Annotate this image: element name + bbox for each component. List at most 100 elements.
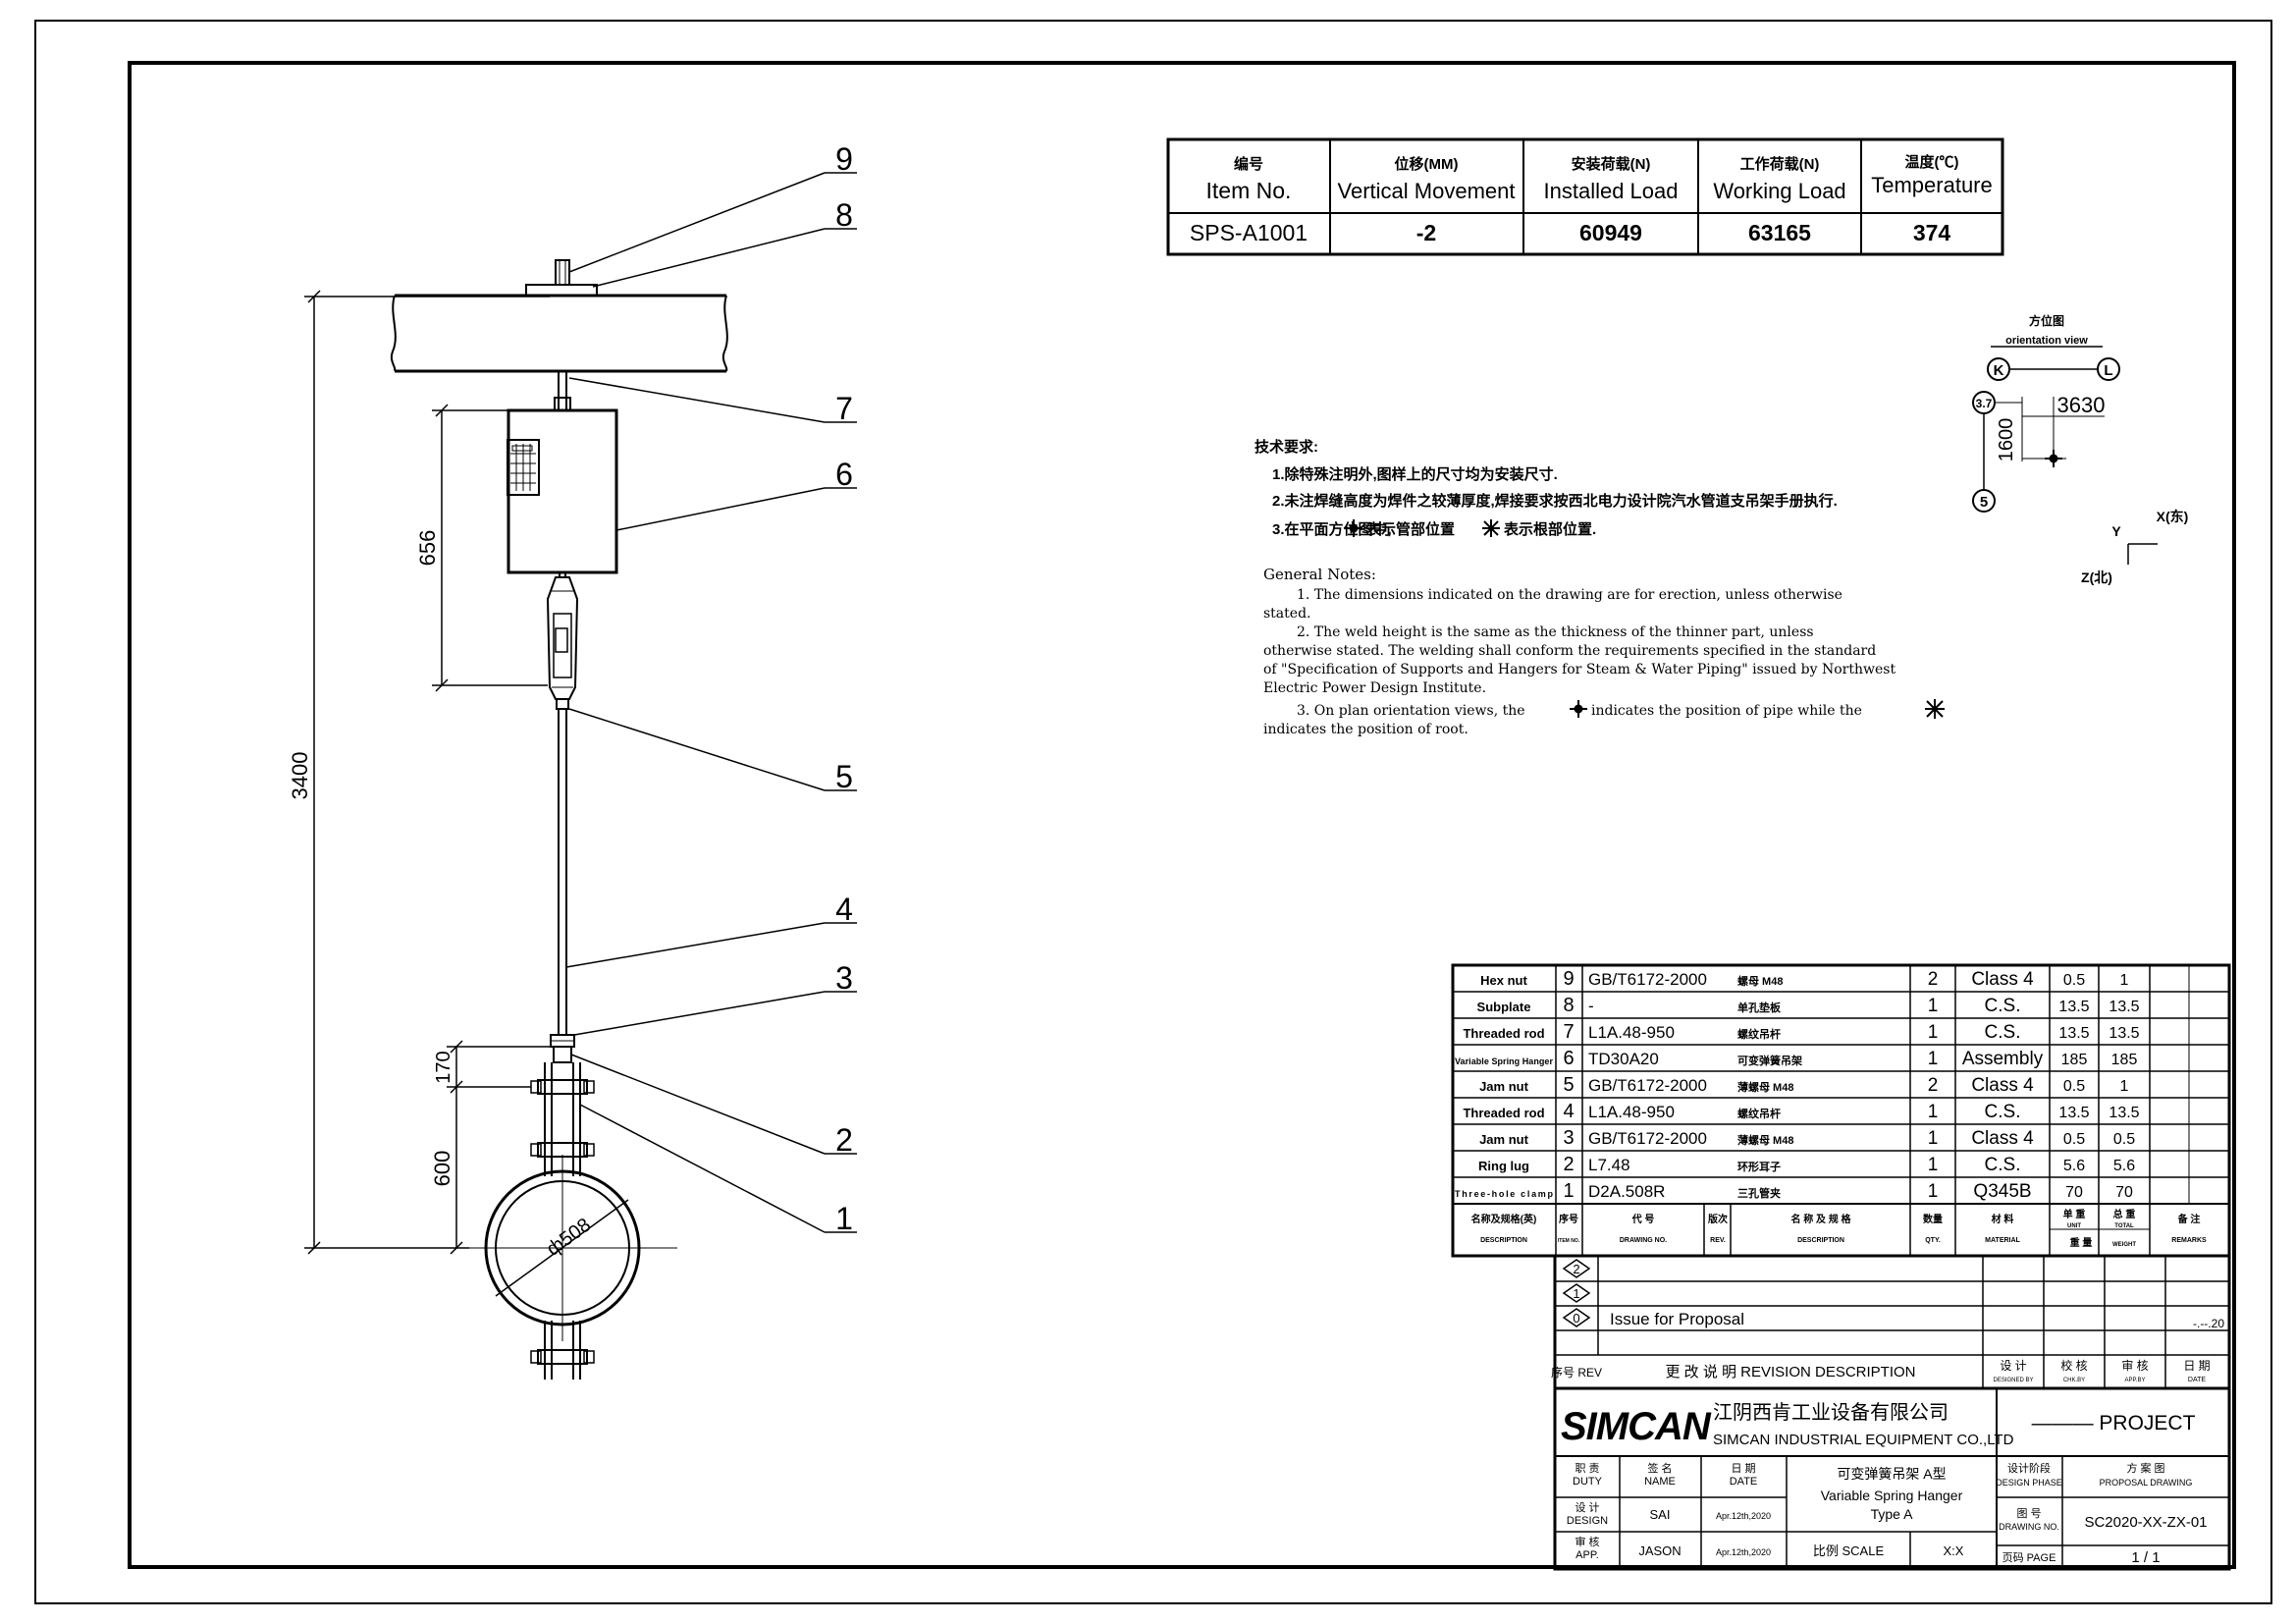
- bom-cell: 13.5: [2109, 1025, 2139, 1042]
- root-symbol-icon: [1925, 699, 1945, 719]
- hex-nut-top: [555, 259, 570, 286]
- bom-cell: 13.5: [2058, 999, 2089, 1015]
- callout-7: 7: [835, 391, 853, 426]
- orientation-title-cn: 方位图: [2029, 313, 2064, 328]
- dim-lug-height: 170: [433, 1051, 454, 1083]
- revision-header-designed: 设 计: [2000, 1359, 2026, 1373]
- bom-cell: C.S.: [1985, 1102, 2021, 1122]
- bom-header-weight-en: WEIGHT: [2112, 1242, 2136, 1248]
- bom-header-desc: 名称及规格(英): [1471, 1213, 1537, 1225]
- orient-dim-x: 3630: [2057, 393, 2106, 417]
- dim-pipe-diameter: ф508: [543, 1215, 595, 1261]
- callout-2: 2: [835, 1122, 853, 1158]
- spec-vertical-movement: -2: [1416, 220, 1436, 245]
- bom-cell: 薄螺母 M48: [1737, 1080, 1793, 1094]
- label-date: 日 期: [1731, 1462, 1755, 1475]
- notes-en-line: otherwise stated. The welding shall conf…: [1263, 643, 1876, 659]
- bom-cell: GB/T6172-2000: [1588, 970, 1707, 989]
- bom-header-qty: 数量: [1923, 1213, 1943, 1225]
- company-name-cn: 江阴西肯工业设备有限公司: [1713, 1401, 1949, 1424]
- bom-cell: L1A.48-950: [1588, 1103, 1675, 1121]
- bom-header-desc-en: DESCRIPTION: [1480, 1237, 1527, 1244]
- revision-header-checked-en: CHK.BY: [2063, 1378, 2085, 1383]
- bom-cell: Class 4: [1971, 1075, 2034, 1096]
- bom-cell: 70: [2065, 1184, 2083, 1201]
- bom-cell: 2: [1928, 1075, 1939, 1096]
- bom-header-name: 名 称 及 规 格: [1790, 1213, 1851, 1225]
- bom-cell: 9: [1563, 968, 1574, 990]
- drawing-border-outer: [34, 20, 2272, 1604]
- bom-cell: 13.5: [2058, 1025, 2089, 1042]
- title-block-grid: [1553, 1386, 2231, 1571]
- bom-cell: 1: [1563, 1180, 1574, 1202]
- callout-5: 5: [835, 759, 853, 794]
- bom-cell: 2: [1928, 969, 1939, 990]
- label-scale: 比例 SCALE: [1813, 1543, 1885, 1558]
- spec-header-cn: 位移(MM): [1395, 155, 1459, 173]
- revision-header-date-en: DATE: [2188, 1377, 2206, 1383]
- bom-cell: C.S.: [1985, 1155, 2021, 1175]
- bom-cell: 2: [1563, 1154, 1574, 1175]
- bom-cell: Hex nut: [1480, 973, 1527, 988]
- bom-cell: Subplate: [1477, 1000, 1531, 1014]
- label-design-en: DESIGN: [1567, 1515, 1608, 1527]
- bom-header-weight: 重 量: [2070, 1236, 2093, 1249]
- spec-header-cn: 温度(℃): [1905, 153, 1959, 171]
- bom-cell: 4: [1563, 1101, 1574, 1122]
- bom-cell: 3: [1563, 1127, 1574, 1149]
- bom-header-remarks-en: REMARKS: [2171, 1237, 2207, 1244]
- bom-cell: 三孔管夹: [1737, 1186, 1781, 1200]
- approver-name: JASON: [1638, 1543, 1681, 1558]
- callout-1: 1: [835, 1201, 853, 1236]
- bom-header-mat: 材 料: [1992, 1213, 2014, 1225]
- bom-cell: 螺母 M48: [1737, 974, 1783, 988]
- bom-cell: 185: [2061, 1052, 2088, 1068]
- bom-cell: D2A.508R: [1588, 1182, 1665, 1201]
- orient-dim-y: 1600: [1996, 418, 2017, 462]
- label-design: 设 计: [1575, 1501, 1599, 1514]
- bom-cell: Threaded rod: [1463, 1106, 1544, 1120]
- bom-cell: 13.5: [2109, 1105, 2139, 1121]
- general-notes-en: General Notes: 1. The dimensions indicat…: [1263, 566, 1945, 737]
- load-indicator: [507, 439, 540, 496]
- callout-leaders: [565, 172, 857, 1233]
- label-drawing-no: 图 号: [2016, 1507, 2041, 1520]
- design-phase-cn: 方 案 图: [2126, 1461, 2164, 1475]
- spring-can: [507, 408, 618, 574]
- spec-header-en: Working Load: [1713, 179, 1845, 203]
- callout-3: 3: [835, 960, 853, 996]
- spec-temperature: 374: [1913, 220, 1951, 245]
- label-approve-en: APP.: [1575, 1549, 1599, 1561]
- notes-en-line: 2. The weld height is the same as the th…: [1297, 624, 1814, 640]
- page-number: 1 / 1: [2131, 1549, 2160, 1566]
- bom-header-remarks: 备 注: [2177, 1213, 2201, 1225]
- notes-cn-line: 表示根部位置.: [1504, 520, 1596, 538]
- bom-header-qty-en: QTY.: [1925, 1237, 1941, 1244]
- bom-cell: 可变弹簧吊架: [1737, 1054, 1802, 1067]
- bom-cell: 1: [1928, 1128, 1939, 1149]
- dim-spring-height: 656: [415, 530, 440, 567]
- label-name-en: NAME: [1644, 1476, 1676, 1488]
- bom-cell: 13.5: [2109, 999, 2139, 1015]
- specs-table-text: 编号 Item No. 位移(MM) Vertical Movement 安装荷…: [1190, 153, 1993, 245]
- notes-en-line: indicates the position of pipe while the: [1591, 703, 1862, 719]
- callout-numbers: 9 8 7 6 5 4 3 2 1: [835, 141, 853, 1236]
- orientation-view: 方位图 orientation view K L 3.7 5 3630 1600…: [1972, 313, 2188, 585]
- revision-number: 2: [1573, 1262, 1579, 1276]
- bom-header-rev: 版次: [1708, 1213, 1728, 1225]
- bom-cell: 6: [1563, 1048, 1574, 1069]
- spec-header-en: Vertical Movement: [1338, 179, 1516, 203]
- bom-cell: TD30A20: [1588, 1050, 1659, 1068]
- subplate: [525, 284, 598, 297]
- bom-header-unit: 单 重: [2063, 1208, 2086, 1220]
- spec-header-cn: 编号: [1234, 155, 1263, 173]
- bom-cell: Class 4: [1971, 969, 2034, 990]
- dimension-lines: [304, 290, 551, 1255]
- label-drawing-no-en: DRAWING NO.: [1999, 1522, 2059, 1532]
- revision-date: -.--.20: [2193, 1317, 2224, 1330]
- notes-en-line: 3. On plan orientation views, the: [1297, 703, 1525, 719]
- notes-cn-line: 表示管部位置: [1366, 520, 1455, 538]
- technical-notes-cn: 技术要求: 1.除特殊注明外,图样上的尺寸均为安装尺寸. 2.未注焊缝高度为焊件…: [1255, 438, 1838, 538]
